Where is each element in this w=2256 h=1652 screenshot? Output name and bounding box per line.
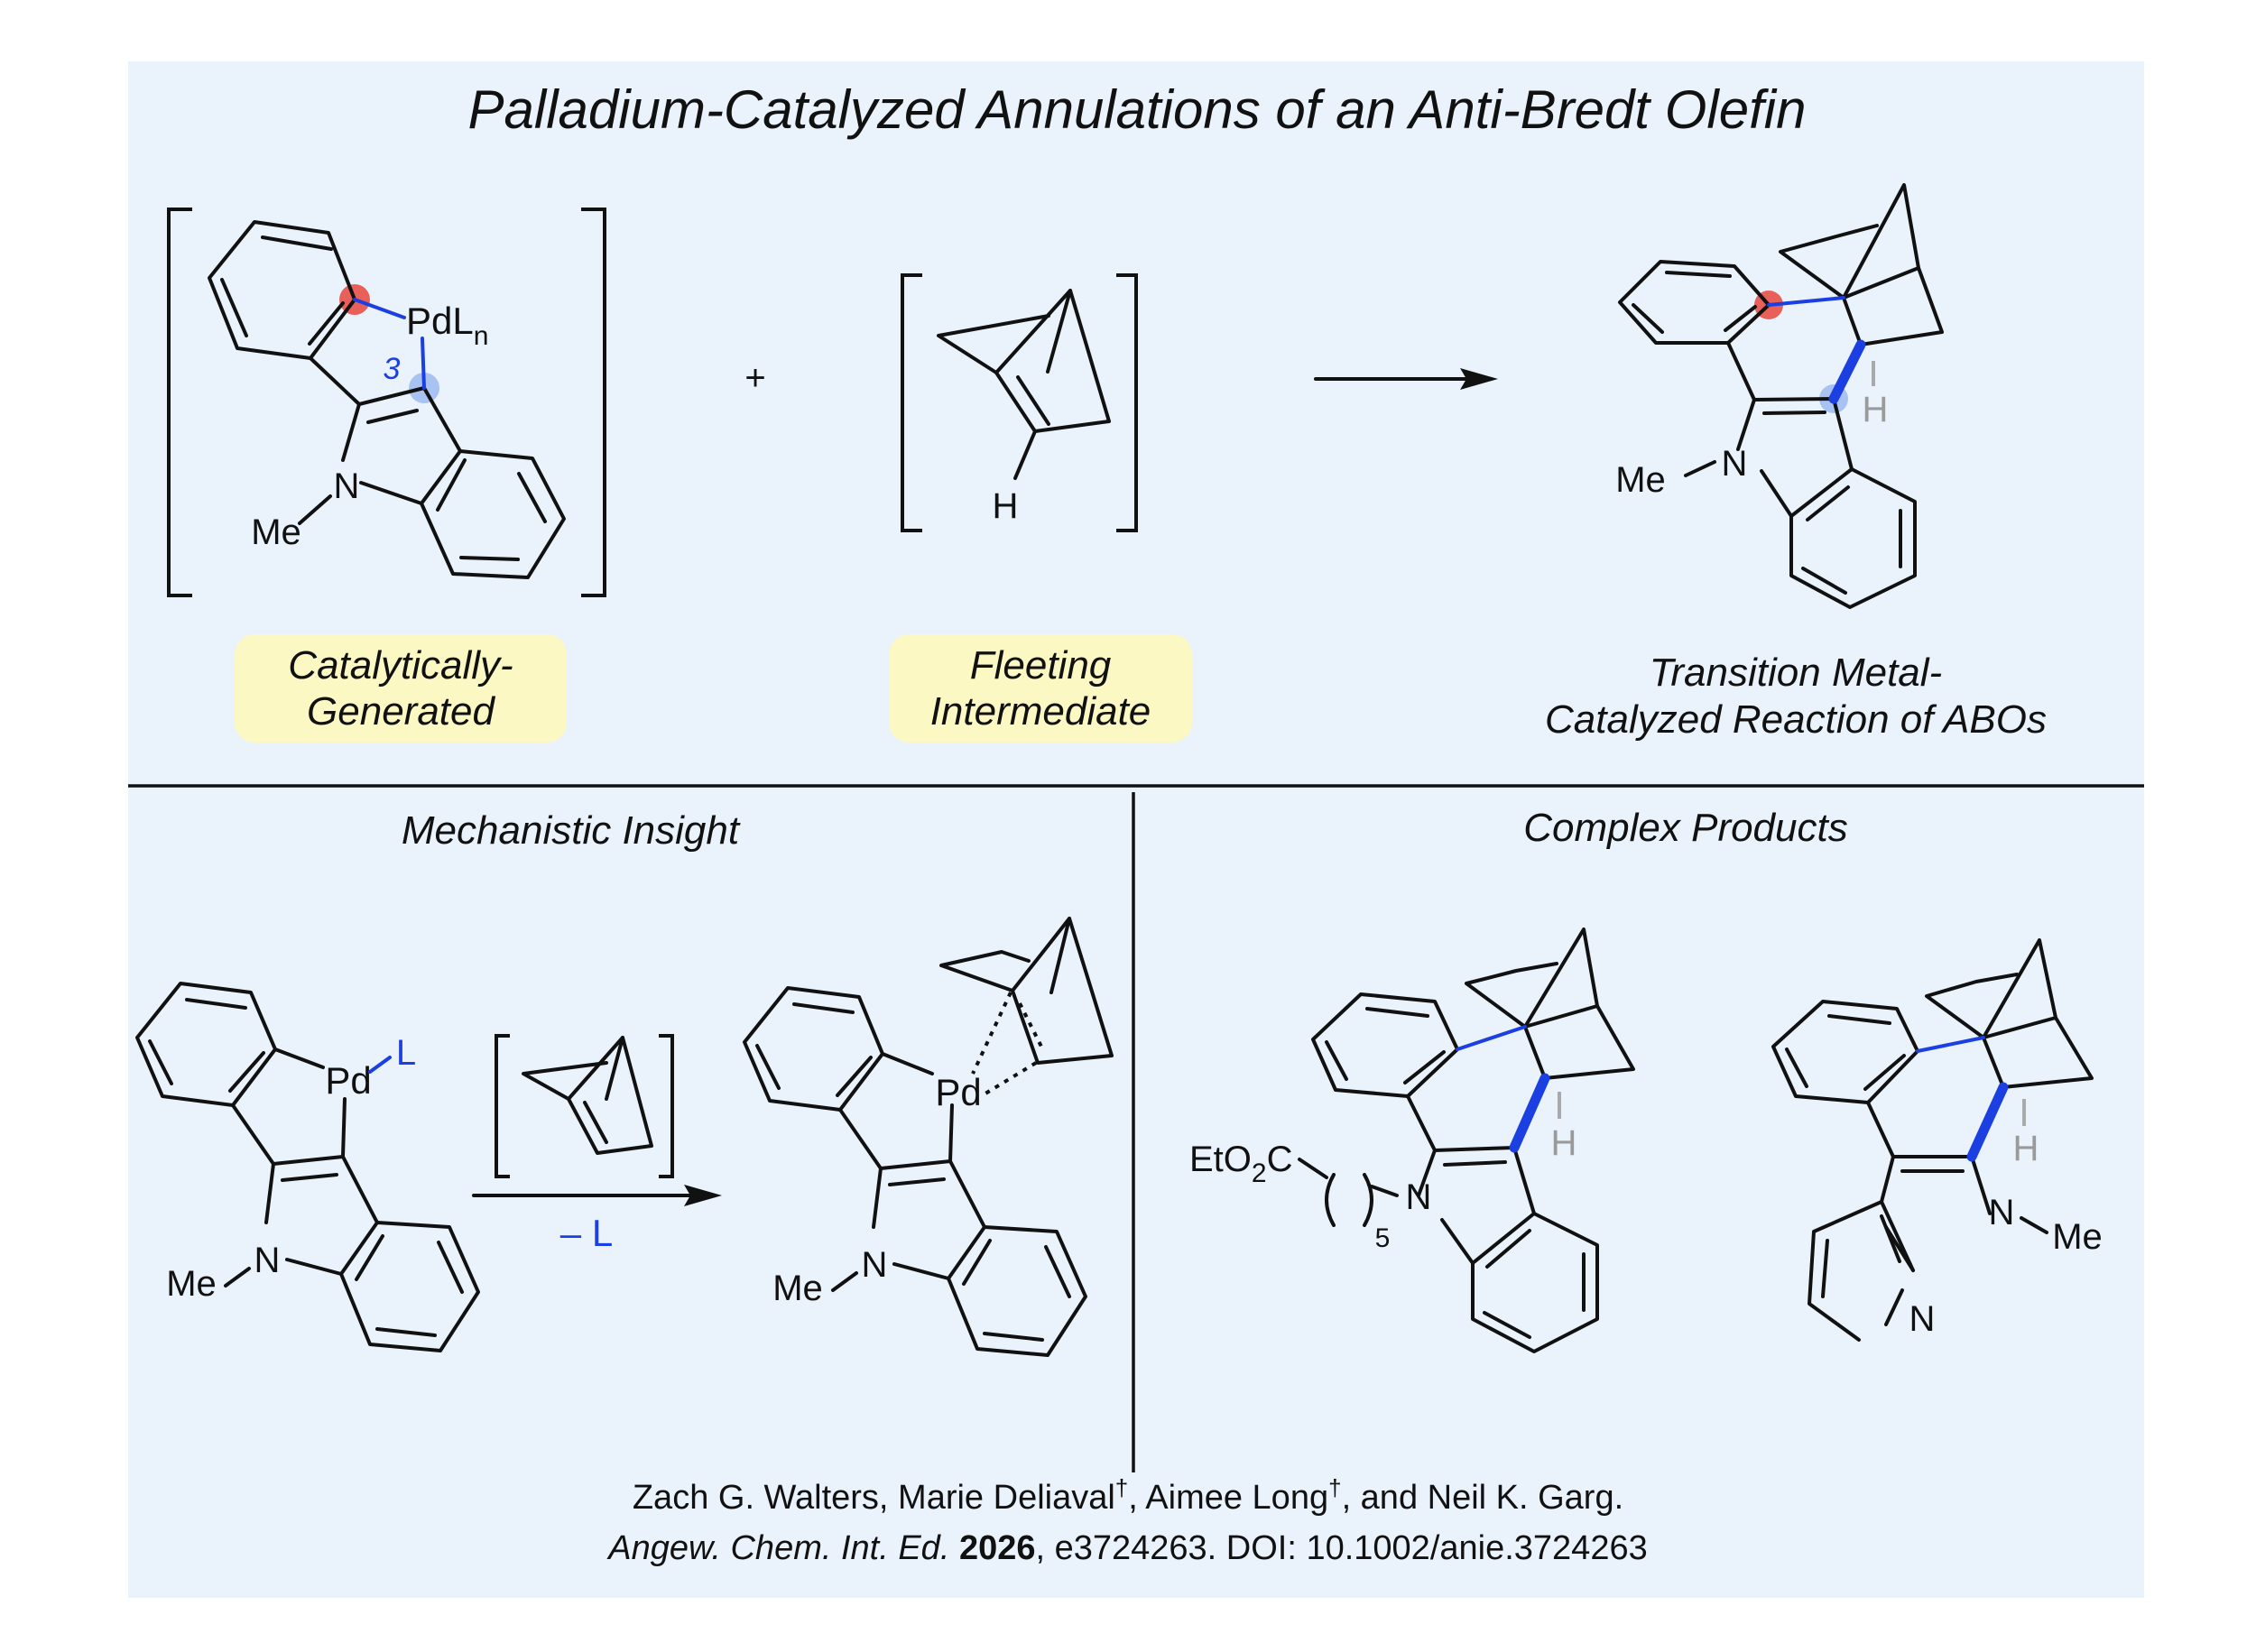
product-ester-structure: H N 5 EtO2C [1189,928,1635,1353]
abo-addition-step: – L [472,1034,722,1254]
atom-pd-mech-1: Pd [325,1059,371,1102]
heading-mechanistic-insight: Mechanistic Insight [402,808,741,853]
product-azaindole-structure: N H N Me [1771,938,2103,1342]
ligand-l: L [396,1033,416,1073]
pd-olefin-complex-structure: N Me Pd [743,917,1114,1357]
atom-n-mech-2: N [862,1245,888,1285]
atom-n-mech-1: N [254,1241,281,1280]
atom-n-azaindole: N [1989,1193,2015,1232]
reaction-arrow [1314,368,1498,390]
atom-h: H [993,486,1019,526]
atom-me-product: Me [1615,460,1666,500]
atom-pd-mech-2: Pd [935,1071,981,1113]
atom-me-mech-1: Me [166,1264,217,1304]
atom-n-ester: N [1406,1177,1432,1217]
palladacycle-structure: N Me PdLn 3 [167,208,606,597]
annulation-product-structure: N Me H [1615,183,1944,609]
atom-h-product: H [1863,390,1889,429]
label-box-catalytic [235,634,567,743]
pd-label: PdLn [406,300,488,351]
minus-ligand-label: – L [560,1212,613,1254]
label-fleeting-1: Fleeting [970,643,1112,688]
atom-n-pyridine: N [1909,1299,1936,1339]
atom-me: Me [251,512,301,552]
atom-h-azaindole: H [2013,1129,2039,1168]
anti-bredt-olefin-structure: H [901,273,1138,532]
chain-count: 5 [1375,1223,1391,1253]
position-number: 3 [384,352,401,386]
citation-reference: Angew. Chem. Int. Ed. 2026, e3724263. DO… [606,1529,1647,1567]
label-box-fleeting [889,634,1192,743]
atom-me-azaindole: Me [2052,1217,2103,1257]
label-tm-2: Catalyzed Reaction of ABOs [1545,697,2047,742]
label-fleeting-2: Intermediate [930,689,1151,734]
page-title: Palladium-Catalyzed Annulations of an An… [467,79,1806,140]
atom-n: N [334,466,360,506]
atom-n-product: N [1722,444,1748,484]
citation-authors: Zach G. Walters, Marie Deliaval†, Aimee … [633,1474,1623,1517]
atom-me-mech-2: Me [772,1269,823,1308]
label-tm-1: Transition Metal- [1650,651,1942,695]
label-catalytic-1: Catalytically- [288,643,513,688]
palladacycle-ligand-structure: N Me Pd L [135,982,480,1352]
plus-sign: + [744,358,765,398]
atom-h-ester: H [1551,1123,1577,1163]
heading-complex-products: Complex Products [1523,806,1847,850]
label-catalytic-2: Generated [307,689,495,734]
ester-group: EtO2C [1189,1140,1292,1188]
